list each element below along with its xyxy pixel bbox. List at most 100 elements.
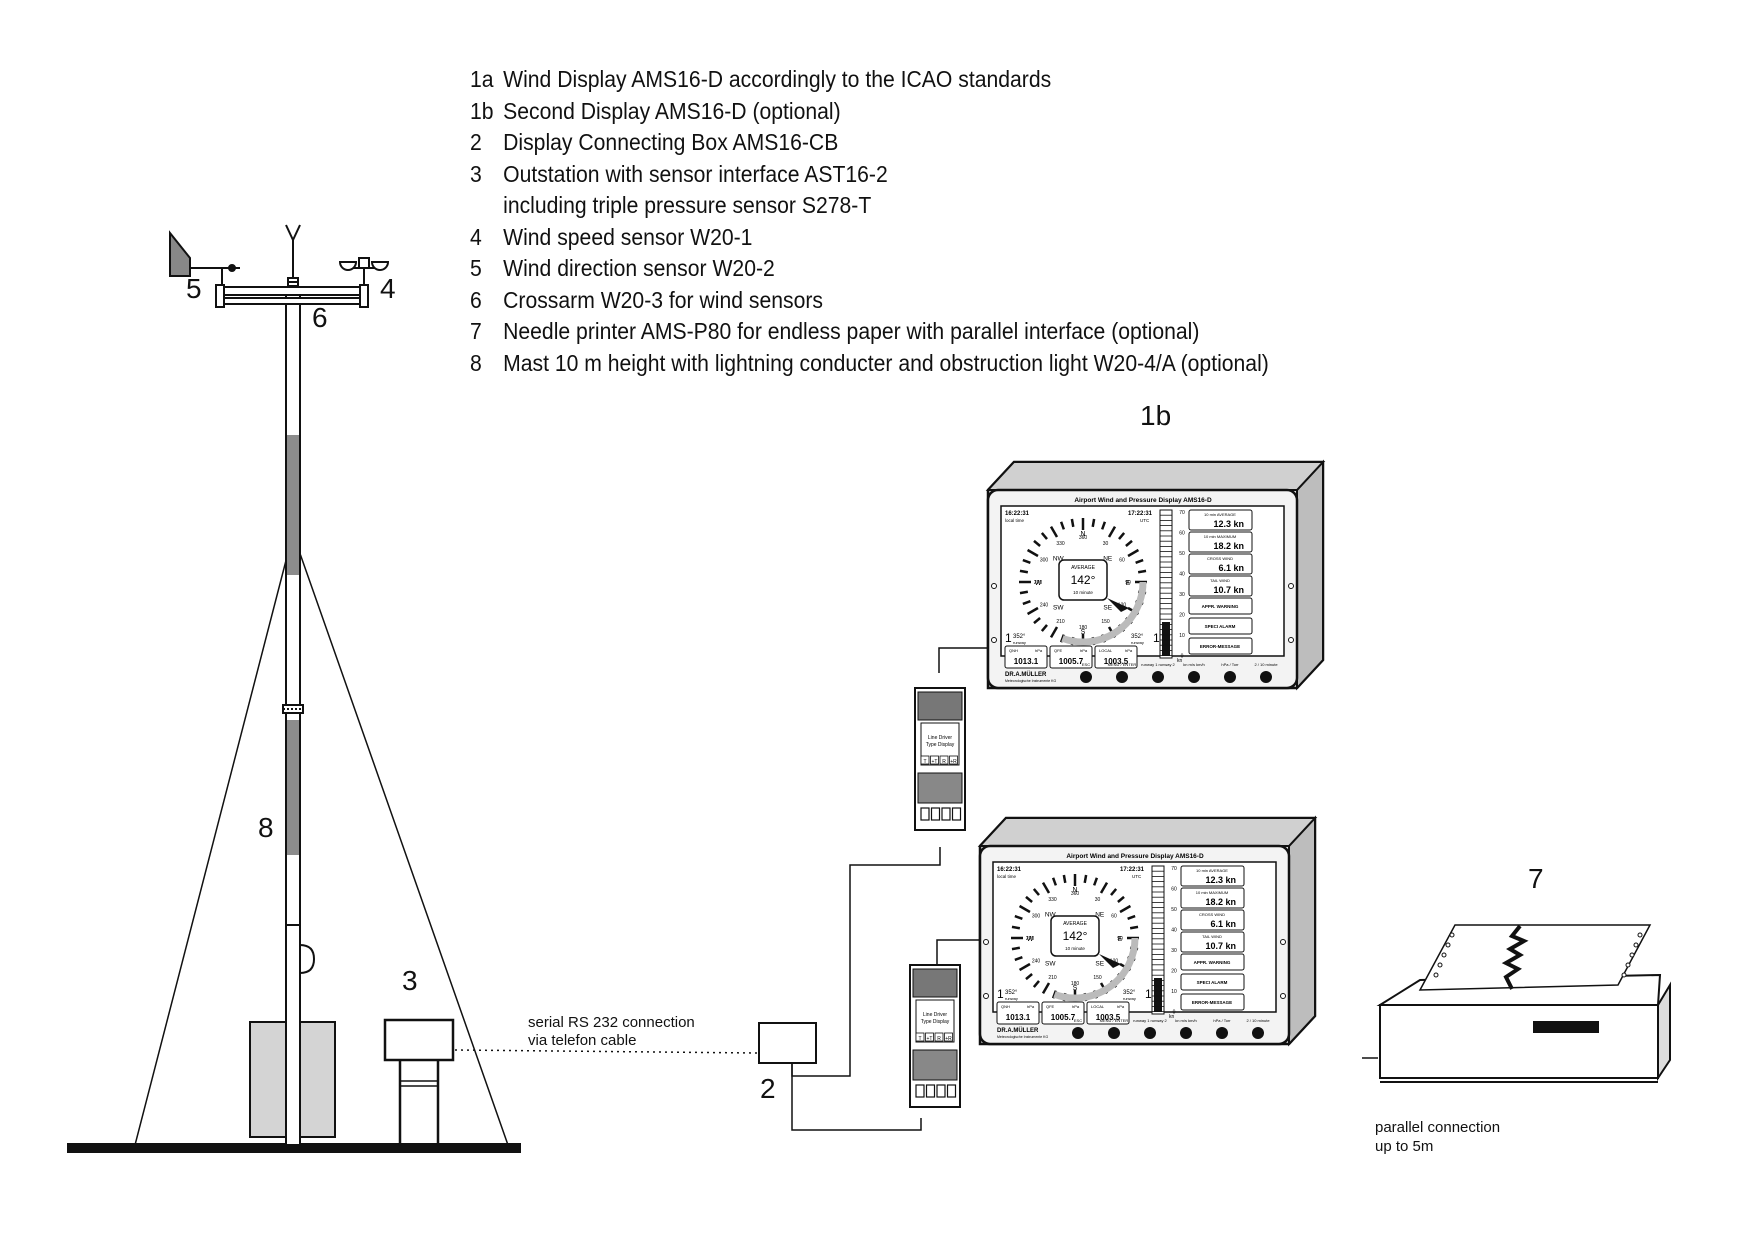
compass-tick xyxy=(1022,599,1031,606)
pressure-box xyxy=(1086,1001,1130,1025)
compass-tick xyxy=(1018,962,1031,972)
callout-8: 8 xyxy=(258,812,274,843)
screw xyxy=(1280,939,1286,945)
average-period: 10 minute xyxy=(1065,946,1085,951)
speed-bar-label: 20 xyxy=(1179,613,1185,619)
wind-value: 12.3 kn xyxy=(1205,875,1236,885)
wind-value-box xyxy=(1188,531,1253,553)
callout-3: 3 xyxy=(402,965,418,996)
variability-arc xyxy=(1053,937,1139,1002)
compass-degree: 180 xyxy=(1079,625,1088,631)
compass-tick xyxy=(1040,624,1048,632)
din-label-2: Type Display xyxy=(921,1019,950,1025)
wind-value-box xyxy=(1180,865,1245,887)
compass-degree: 210 xyxy=(1048,975,1057,981)
compass-direction: NE xyxy=(1095,911,1105,918)
runway-num-right: 1 xyxy=(1153,631,1160,645)
din-terminal xyxy=(934,1032,944,1042)
speed-bar-unit: kn xyxy=(1177,658,1183,664)
legend-text: Wind speed sensor W20-1 xyxy=(503,223,753,250)
button-label: ESC xyxy=(1074,1018,1082,1023)
speed-bar-label: 30 xyxy=(1179,592,1185,598)
compass-direction: NW xyxy=(1045,911,1057,918)
pressure-box xyxy=(1094,645,1138,669)
variability-arc xyxy=(1061,581,1147,646)
wind-value: 10.7 kn xyxy=(1213,585,1244,595)
display-housing-side xyxy=(1288,815,1316,1047)
wind-value-label: CROSS WIND xyxy=(1199,912,1225,917)
compass-tick xyxy=(1033,617,1041,625)
button-label: hPa / Torr xyxy=(1213,1018,1231,1023)
display-housing-side xyxy=(1296,459,1324,691)
pressure-label: QNH xyxy=(1009,648,1018,653)
compass-degree: 300 xyxy=(1032,914,1041,920)
din-connector xyxy=(941,807,951,821)
din-terminal-label: T xyxy=(918,1036,921,1042)
speed-bar-label: 30 xyxy=(1171,948,1177,954)
compass-tick xyxy=(1062,874,1067,884)
average-label: AVERAGE xyxy=(1063,921,1087,927)
legend-text: Wind Display AMS16-D accordingly to the … xyxy=(503,66,1052,92)
compass-degree: 360 xyxy=(1071,891,1080,897)
compass-tick xyxy=(1119,904,1132,914)
speed-bar-fill xyxy=(1154,978,1162,1012)
runway-num-right: 1 xyxy=(1145,987,1152,1001)
compass-degree: 60 xyxy=(1111,914,1117,920)
status-label: SPECI ALARM xyxy=(1197,980,1228,985)
compass-degree: 240 xyxy=(1032,959,1041,965)
legend-number: 3 xyxy=(470,160,482,187)
callout-4: 4 xyxy=(380,273,396,304)
local-time: 16:22:31 xyxy=(997,867,1022,873)
average-value: 142° xyxy=(1063,929,1088,943)
legend-item: 6 Crossarm W20-3 for wind sensors xyxy=(470,285,1269,317)
din-connector xyxy=(936,1084,946,1098)
din-lower-block xyxy=(917,772,963,804)
wind-value-box xyxy=(1188,509,1253,531)
compass-degree: 270 xyxy=(1034,580,1043,586)
callout-2: 2 xyxy=(760,1073,776,1104)
pressure-label: LOCAL xyxy=(1091,1004,1105,1009)
brand-sub: Meteorologische Instrumente KG xyxy=(1005,679,1056,683)
compass-degree: 60 xyxy=(1119,558,1125,564)
legend-number: 6 xyxy=(470,286,482,313)
pressure-value: 1013.1 xyxy=(1006,1013,1031,1022)
legend-text: Crossarm W20-3 for wind sensors xyxy=(503,286,823,313)
wind-value-box xyxy=(1180,909,1245,931)
button-label: runway 1 runway 2 xyxy=(1133,1018,1167,1023)
utc-time: 17:22:31 xyxy=(1120,867,1145,873)
status-box xyxy=(1188,597,1253,615)
compass-tick xyxy=(1137,569,1147,574)
wind-value: 6.1 kn xyxy=(1218,563,1244,573)
wind-value: 6.1 kn xyxy=(1210,919,1236,929)
din-connector xyxy=(951,807,962,821)
runway-right: 352° xyxy=(1123,990,1136,996)
runway-num-left: 1 xyxy=(997,987,1004,1001)
display-button xyxy=(1224,671,1236,683)
din-terminal xyxy=(920,755,930,765)
status-label: SPECI ALARM xyxy=(1205,624,1236,629)
din-label-1: Line Driver xyxy=(928,735,953,741)
average-box xyxy=(1050,915,1100,957)
button-label: runway 1 runway 2 xyxy=(1141,662,1175,667)
pressure-value: 1003.5 xyxy=(1096,1013,1121,1022)
compass-direction: S xyxy=(1073,985,1078,992)
compass-degree: 90 xyxy=(1125,580,1131,586)
serial-label-1: serial RS 232 connection xyxy=(528,1014,695,1031)
button-label: MENU / ENTER xyxy=(1108,662,1137,667)
display-button xyxy=(1144,1027,1156,1039)
speed-bar-fill xyxy=(1162,622,1170,656)
compass-degree: 300 xyxy=(1040,558,1049,564)
runway-left: 352° xyxy=(1005,990,1018,996)
screw xyxy=(1288,583,1294,589)
legend-text: including triple pressure sensor S278-T xyxy=(503,192,872,218)
din-label-2: Type Display xyxy=(926,742,955,748)
status-box xyxy=(1180,953,1245,971)
legend-number: 2 xyxy=(470,129,482,155)
din-terminal-label: R xyxy=(942,759,946,765)
pressure-label: QFE xyxy=(1054,648,1063,653)
din-connector xyxy=(920,807,930,821)
